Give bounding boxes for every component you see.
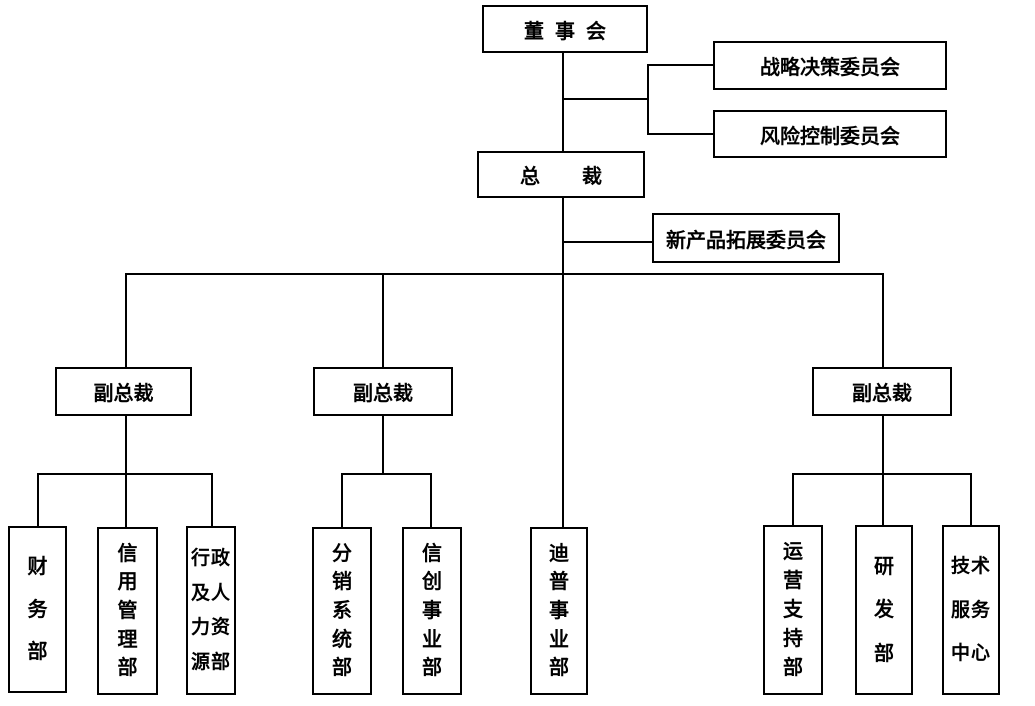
dept-char: 系: [332, 599, 352, 622]
connector-line: [647, 133, 713, 135]
dept-char: 运: [783, 541, 803, 563]
connector-line: [37, 473, 213, 475]
connector-line: [430, 473, 432, 527]
dept-char: 统: [332, 628, 352, 651]
dept-char: 管: [117, 599, 138, 622]
dept-char: 信: [422, 542, 442, 565]
connector-line: [647, 64, 649, 135]
connector-line: [562, 241, 652, 243]
dept-char: 部: [332, 657, 352, 680]
dept-char: 支: [783, 599, 803, 621]
node-dept-operations: 运 营 支 持 部: [763, 525, 823, 695]
connector-line: [125, 273, 127, 367]
dept-char: 事: [549, 599, 569, 622]
node-vp-right: 副总裁: [812, 367, 952, 416]
connector-line: [647, 64, 713, 66]
dept-char: 务: [27, 598, 48, 621]
connector-line: [970, 473, 972, 525]
dept-char: 创: [422, 571, 442, 594]
dept-char: 中心: [950, 642, 991, 664]
node-dept-distribution: 分 销 系 统 部: [312, 527, 372, 695]
dept-char: 部: [422, 657, 442, 680]
node-dept-tech-center: 技术 服务 中心: [942, 525, 1000, 695]
dept-char: 部: [783, 657, 803, 679]
connector-line: [125, 415, 127, 527]
node-dept-finance: 财 务 部: [8, 526, 67, 693]
node-dept-xinchuang: 信 创 事 业 部: [402, 527, 462, 695]
dept-char: 销: [332, 571, 352, 594]
connector-line: [882, 415, 884, 525]
dept-char: 研: [874, 555, 894, 578]
dept-char: 用: [117, 571, 138, 594]
dept-char: 业: [422, 628, 442, 651]
dept-char: 部: [117, 657, 138, 680]
dept-char: 部: [549, 657, 569, 680]
connector-line: [382, 273, 384, 367]
node-dept-rnd: 研 发 部: [855, 525, 913, 695]
dept-char: 服务: [950, 599, 991, 621]
dept-char: 营: [783, 570, 803, 592]
connector-line: [792, 473, 972, 475]
node-risk-committee: 风险控制委员会: [713, 110, 947, 158]
node-strategy-committee: 战略决策委员会: [713, 41, 947, 90]
connector-line: [562, 98, 649, 100]
connector-line: [125, 273, 884, 275]
connector-line: [562, 53, 564, 151]
dept-char: 业: [549, 628, 569, 651]
dept-char: 部: [27, 641, 48, 664]
connector-line: [341, 473, 432, 475]
node-vp-left: 副总裁: [55, 367, 192, 416]
dept-char: 事: [422, 599, 442, 622]
dept-char: 分: [332, 542, 352, 565]
dept-char: 财: [27, 555, 48, 578]
node-dept-admin-hr: 行政 及人 力资 源部: [186, 526, 236, 695]
connector-line: [211, 473, 213, 526]
dept-char: 源部: [190, 651, 231, 673]
dept-char: 信: [117, 542, 138, 565]
dept-char: 技术: [950, 556, 991, 578]
dept-char: 行政: [190, 548, 231, 570]
dept-char: 理: [117, 628, 138, 651]
node-new-product-committee: 新产品拓展委员会: [652, 213, 840, 263]
dept-char: 迪: [549, 542, 569, 565]
node-dept-dipu: 迪 普 事 业 部: [530, 527, 588, 695]
dept-char: 发: [874, 599, 894, 621]
connector-line: [37, 473, 39, 526]
node-dept-credit: 信 用 管 理 部: [97, 527, 158, 695]
dept-char: 普: [549, 571, 569, 594]
connector-line: [792, 473, 794, 525]
node-vp-middle: 副总裁: [313, 367, 453, 416]
dept-char: 及人: [190, 582, 231, 604]
dept-char: 力资: [190, 617, 231, 639]
connector-line: [341, 473, 343, 527]
node-board: 董事会: [482, 5, 648, 53]
node-president: 总裁: [477, 151, 645, 198]
connector-line: [382, 415, 384, 475]
dept-char: 持: [783, 628, 803, 650]
dept-char: 部: [874, 642, 894, 665]
connector-line: [562, 198, 564, 527]
connector-line: [882, 273, 884, 367]
